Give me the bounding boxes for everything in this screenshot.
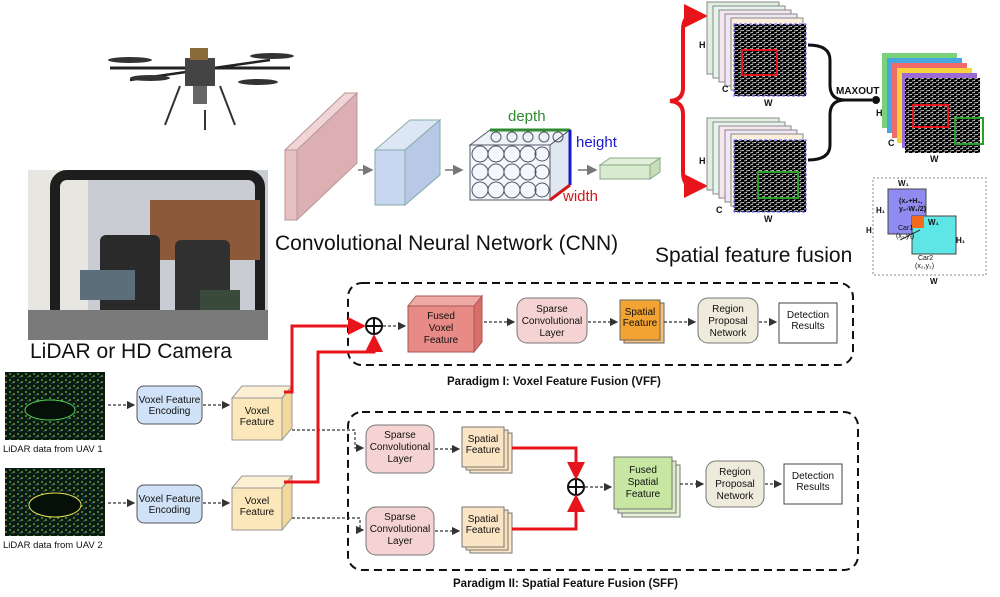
voxel-cube-2 [230, 474, 294, 532]
spatial-fusion-title: Spatial feature fusion [655, 244, 853, 267]
fusion-brace [669, 4, 708, 198]
h1-label-bottom: H [699, 156, 706, 166]
encoding-box-1 [136, 385, 203, 425]
inset-coords-2: y₂-W₁/2) [899, 206, 927, 213]
w-label-output: W [930, 154, 939, 164]
feature-map-stack-bottom [706, 117, 807, 213]
uav2-caption: LiDAR data from UAV 2 [3, 540, 103, 551]
maxout-connector [807, 43, 880, 162]
sff-sparse-label-a: Sparse Convolutional Layer [369, 430, 431, 465]
vff-detect-box [778, 302, 838, 344]
sff-spatial-label-a: Spatial Feature [465, 434, 501, 456]
inset-h1-right: H₁ [956, 236, 966, 245]
vehicle-photo [28, 170, 268, 340]
encoding-box-2 [136, 484, 203, 524]
sff-detect-box [783, 463, 843, 505]
vff-rpn-label: Region Proposal Network [708, 304, 748, 339]
encoding-label-1: Voxel Feature Encoding [138, 395, 201, 417]
vff-plus-operator [365, 317, 383, 335]
vff-paradigm-label: Paradigm I: Voxel Feature Fusion (VFF) [447, 376, 661, 388]
maxout-label: MAXOUT [836, 86, 880, 97]
c-label-top: C [722, 84, 729, 94]
vff-sparse-label: Sparse Convolutional Layer [521, 304, 583, 339]
fused-voxel-cube [406, 294, 484, 354]
vff-sparse-box [516, 297, 588, 344]
car2-coords: (x₂,y₂) [915, 263, 935, 270]
fused-spatial-label: Fused Spatial Feature [625, 465, 661, 500]
sff-spatial-stack-a [461, 426, 513, 474]
encoding-label-2: Voxel Feature Encoding [138, 494, 201, 516]
sff-detect-label: Detection Results [791, 471, 835, 493]
fusion-arrows [284, 317, 585, 531]
sff-paradigm-label: Paradigm II: Spatial Feature Fusion (SFF… [453, 578, 678, 590]
sff-plus-operator [567, 478, 585, 496]
voxel-cube-1 [230, 384, 294, 442]
vff-region [347, 282, 854, 366]
lidar-image-uav2 [5, 468, 105, 536]
car2-label: Car2 [918, 255, 934, 262]
vff-detect-label: Detection Results [786, 310, 830, 332]
vff-rpn-box [697, 297, 759, 344]
h1-label-top: H [699, 40, 706, 50]
depth-label: depth [508, 108, 546, 125]
width-label: width [563, 188, 599, 205]
fused-feature-map-stack [882, 53, 984, 153]
sff-spatial-label-b: Spatial Feature [465, 514, 501, 536]
geometry-inset [872, 177, 987, 276]
sff-sparse-box-b [365, 506, 435, 556]
car1-coords: (x₁,y₁) [896, 233, 915, 240]
vff-spatial-label: Spatial Feature [622, 307, 658, 329]
vff-spatial-stack [619, 299, 665, 344]
inset-h1-left: H₁ [876, 206, 886, 215]
height-label: height [576, 134, 617, 151]
w1-label-bottom: W [764, 214, 773, 224]
feature-map-stack-top [706, 1, 807, 97]
car1-label: Car1 [898, 225, 914, 232]
h-label-output: H [876, 108, 883, 118]
cnn-title: Convolutional Neural Network (CNN) [275, 232, 619, 255]
fused-voxel-label: Fused Voxel Feature [423, 311, 459, 346]
sff-fused-spatial-stack [613, 456, 681, 518]
w1-label-top: W [764, 98, 773, 108]
sff-sparse-label-b: Sparse Convolutional Layer [369, 512, 431, 547]
voxel-label-1: Voxel Feature [239, 406, 275, 428]
c-label-bottom: C [716, 205, 723, 215]
c-label-output: C [888, 138, 895, 148]
sff-rpn-box [705, 460, 765, 508]
sff-spatial-stack-b [461, 506, 513, 554]
voxel-label-2: Voxel Feature [239, 496, 275, 518]
lidar-image-uav1 [5, 372, 105, 440]
inset-w1-top: W₁ [898, 179, 909, 188]
inset-h-left: H [866, 226, 872, 235]
flow-arrows [108, 317, 783, 536]
drone-image [108, 48, 294, 130]
sff-rpn-label: Region Proposal Network [715, 467, 755, 502]
uav1-caption: LiDAR data from UAV 1 [3, 444, 103, 455]
inset-w-bottom: W [930, 277, 938, 286]
sff-region [347, 411, 859, 571]
lidar-camera-title: LiDAR or HD Camera [30, 340, 232, 363]
inset-w1-mid: W₁ [928, 218, 939, 227]
sff-sparse-box-a [365, 424, 435, 474]
cnn-illustration [283, 91, 662, 222]
inset-coords: (x₂+H₁, [899, 198, 923, 205]
